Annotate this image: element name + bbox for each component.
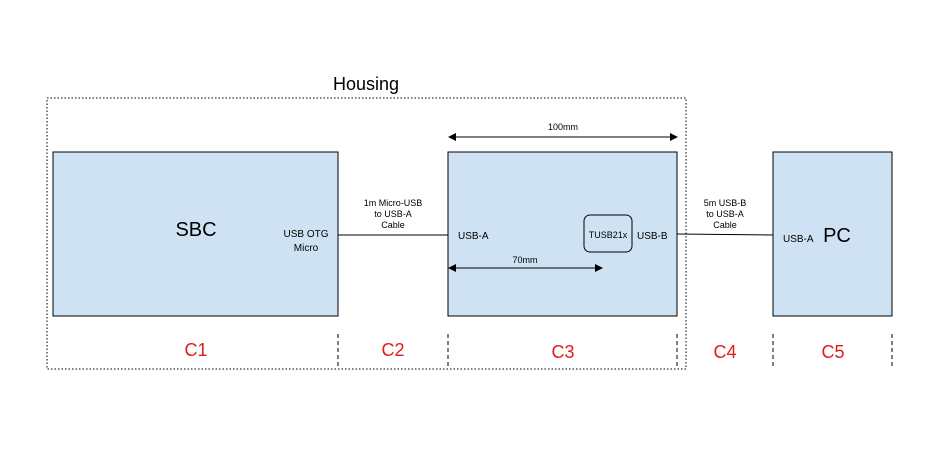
cable1-label-line1: 1m Micro-USB — [364, 198, 423, 208]
pc-port-label: USB-A — [783, 234, 814, 245]
segment-label-c4: C4 — [713, 342, 736, 362]
board-port-out-label: USB-B — [637, 231, 668, 242]
chip-block — [583, 214, 633, 253]
housing-boundary — [46, 97, 687, 370]
segment-label-c1: C1 — [184, 340, 207, 360]
segment-label-c3: C3 — [551, 342, 574, 362]
board-block — [447, 151, 678, 317]
cable2-line — [676, 233, 774, 236]
cable2-label-line1: 5m USB-B — [704, 198, 747, 208]
segment-label-c5: C5 — [821, 342, 844, 362]
board-width-label: 100mm — [548, 122, 578, 132]
segment-label-c2: C2 — [381, 340, 404, 360]
sbc-port-label-line1: USB OTG — [283, 229, 328, 240]
chip-offset-label: 70mm — [512, 255, 537, 265]
cable1-label-line3: Cable — [381, 220, 405, 230]
pc-block — [772, 151, 893, 317]
housing-label: Housing — [333, 74, 399, 94]
sbc-block — [52, 151, 339, 317]
pc-label: PC — [823, 225, 851, 247]
cable2-label-line3: Cable — [713, 220, 737, 230]
chip-label: TUSB21x — [589, 230, 628, 240]
cable2-label-line2: to USB-A — [706, 209, 744, 219]
cable1-label-line2: to USB-A — [374, 209, 412, 219]
sbc-label: SBC — [175, 219, 216, 241]
sbc-port-label-line2: Micro — [294, 243, 319, 254]
board-port-in-label: USB-A — [458, 231, 489, 242]
